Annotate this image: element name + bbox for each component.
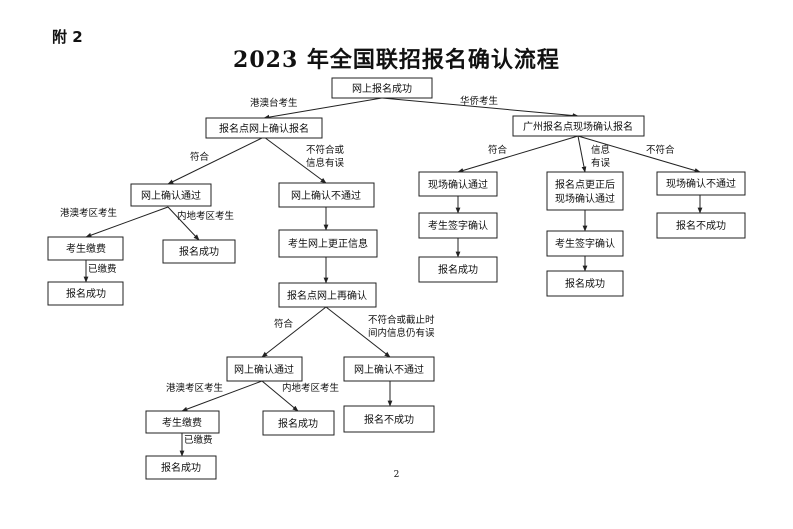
edge-online-confirm-to-fail bbox=[263, 136, 327, 184]
edge-label-mainland-exam-area-1: 内地考区考生 bbox=[177, 210, 235, 222]
edge-label-hk-macao: 港澳台考生 bbox=[250, 97, 298, 109]
node-corrected-pass: 报名点更正后 现场确认通过 bbox=[546, 171, 624, 211]
edge-label-paid-1: 已缴费 bbox=[88, 263, 117, 275]
page-number: 2 bbox=[393, 470, 400, 480]
node-guangzhou-onsite: 广州报名点现场确认报名 bbox=[512, 115, 645, 137]
edge-guangzhou-to-onsite-pass bbox=[457, 135, 579, 173]
edge-label-overseas-chinese: 华侨考生 bbox=[460, 95, 499, 107]
node-online-pass-2: 网上确认通过 bbox=[226, 356, 303, 382]
node-label: 报名成功 bbox=[565, 277, 605, 290]
node-label-line2: 现场确认通过 bbox=[555, 192, 615, 205]
edge-label-qualified-2: 符合 bbox=[274, 318, 294, 330]
edge-pass1-to-fee bbox=[85, 206, 169, 238]
edge-label-paid-2: 已缴费 bbox=[184, 434, 213, 446]
node-reconfirm: 报名点网上再确认 bbox=[278, 282, 377, 308]
edge-reconfirm-to-fail2 bbox=[325, 306, 391, 358]
edge-label-unqualified-line2: 信息有误 bbox=[306, 157, 345, 169]
node-label: 网上确认通过 bbox=[141, 189, 201, 202]
edge-pass2-to-success bbox=[261, 380, 299, 412]
node-online-fail-1: 网上确认不通过 bbox=[278, 182, 375, 208]
node-sign-confirm-2: 考生签字确认 bbox=[546, 230, 624, 257]
edges bbox=[83, 97, 703, 457]
node-online-confirm: 报名点网上确认报名 bbox=[205, 117, 323, 139]
node-signup-success-5: 报名成功 bbox=[418, 256, 498, 283]
node-label: 报名成功 bbox=[161, 461, 201, 474]
node-label: 报名成功 bbox=[278, 417, 318, 430]
page-title: 2023 年全国联招报名确认流程 bbox=[233, 47, 560, 73]
node-label: 广州报名点现场确认报名 bbox=[523, 120, 633, 133]
edge-reconfirm-to-pass2 bbox=[261, 306, 327, 358]
node-label: 报名不成功 bbox=[364, 413, 414, 426]
edge-pass2-to-fee bbox=[181, 380, 263, 412]
node-label: 现场确认不通过 bbox=[666, 177, 736, 190]
node-label: 报名成功 bbox=[66, 287, 106, 300]
node-signup-success-2: 报名成功 bbox=[47, 281, 124, 306]
node-label: 考生缴费 bbox=[66, 242, 106, 255]
annex-label: 附 2 bbox=[52, 28, 83, 46]
edge-label-unqualified-deadline-line2: 间内信息仍有误 bbox=[368, 327, 435, 339]
edge-labels: 港澳台考生 华侨考生 符合 不符合或 信息有误 港澳考区考生 内地考区考生 已缴… bbox=[60, 95, 675, 446]
node-label: 考生签字确认 bbox=[555, 237, 615, 250]
edge-online-confirm-to-pass bbox=[167, 136, 265, 185]
node-signup-success-6: 报名成功 bbox=[546, 270, 624, 297]
node-label: 报名不成功 bbox=[676, 219, 726, 232]
edge-label-qualified-1: 符合 bbox=[190, 151, 210, 163]
edge-start-to-online-confirm bbox=[263, 97, 383, 120]
edge-guangzhou-to-onsite-fail bbox=[577, 135, 701, 173]
node-label: 网上确认通过 bbox=[234, 363, 294, 376]
node-sign-confirm-1: 考生签字确认 bbox=[418, 212, 498, 239]
node-label: 考生网上更正信息 bbox=[288, 237, 368, 250]
node-online-fail-2: 网上确认不通过 bbox=[343, 356, 435, 382]
edge-label-hk-exam-area-2: 港澳考区考生 bbox=[166, 382, 224, 394]
node-label: 网上报名成功 bbox=[352, 82, 412, 95]
node-signup-fail-1: 报名不成功 bbox=[343, 405, 435, 433]
edge-label-mainland-exam-area-2: 内地考区考生 bbox=[282, 382, 340, 394]
node-label: 报名点网上再确认 bbox=[287, 289, 367, 302]
edge-label-hk-exam-area-1: 港澳考区考生 bbox=[60, 207, 118, 219]
node-signup-success-4: 报名成功 bbox=[145, 455, 217, 480]
node-signup-success-1: 报名成功 bbox=[162, 239, 236, 264]
node-pay-fee-1: 考生缴费 bbox=[47, 236, 124, 261]
edge-label-unqualified-deadline-line1: 不符合或截止时 bbox=[368, 314, 435, 326]
edge-label-unqualified-3: 不符合 bbox=[646, 144, 675, 156]
edge-start-to-guangzhou bbox=[381, 97, 579, 118]
node-start: 网上报名成功 bbox=[331, 77, 433, 99]
node-label: 报名成功 bbox=[179, 245, 219, 258]
node-label-line1: 报名点更正后 bbox=[555, 178, 615, 191]
edge-label-unqualified-line1: 不符合或 bbox=[306, 144, 345, 156]
node-label: 现场确认通过 bbox=[428, 178, 488, 191]
node-onsite-pass: 现场确认通过 bbox=[418, 171, 498, 197]
node-label: 报名成功 bbox=[438, 263, 478, 276]
node-online-pass-1: 网上确认通过 bbox=[130, 183, 212, 207]
node-label: 网上确认不通过 bbox=[291, 189, 361, 202]
edge-label-info-error-line1: 信息 bbox=[591, 144, 610, 156]
node-label: 考生签字确认 bbox=[428, 219, 488, 232]
node-pay-fee-2: 考生缴费 bbox=[145, 410, 220, 434]
node-onsite-fail: 现场确认不通过 bbox=[656, 171, 746, 196]
node-signup-success-3: 报名成功 bbox=[262, 410, 335, 436]
edge-pass1-to-success bbox=[167, 206, 200, 241]
edge-label-qualified-3: 符合 bbox=[488, 144, 508, 156]
node-label: 网上确认不通过 bbox=[354, 363, 424, 376]
node-correct-info: 考生网上更正信息 bbox=[278, 229, 378, 258]
node-signup-fail-2: 报名不成功 bbox=[656, 212, 746, 239]
edge-label-info-error-line2: 有误 bbox=[591, 157, 611, 169]
node-label: 报名点网上确认报名 bbox=[219, 122, 309, 135]
edge-guangzhou-to-corrected bbox=[577, 135, 587, 173]
node-label: 考生缴费 bbox=[162, 416, 202, 429]
